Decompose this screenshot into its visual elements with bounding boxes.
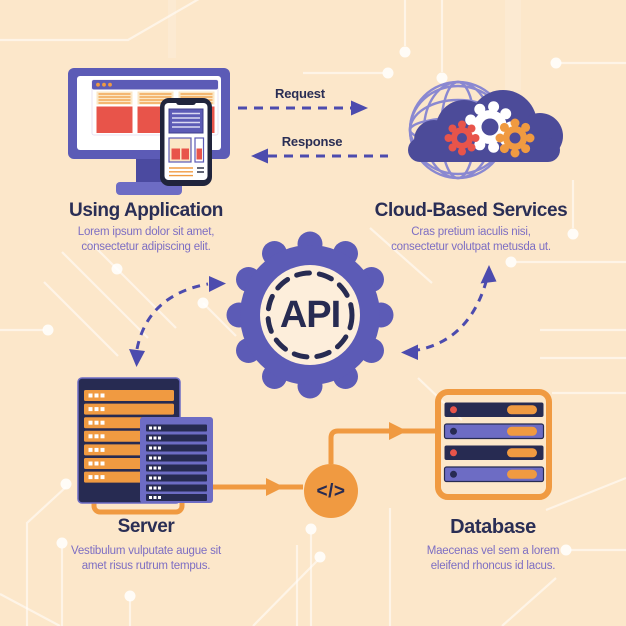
code-database-connector <box>328 422 436 464</box>
api-cloud-curved-arrow <box>401 265 497 360</box>
api-label: API <box>279 294 341 336</box>
database-desc: Maecenas vel sem a lorem eleifend rhoncu… <box>393 544 593 574</box>
request-arrow <box>238 100 368 116</box>
smartphone-icon <box>160 98 212 186</box>
api-dashed-ring <box>265 270 355 360</box>
response-arrow <box>251 148 388 164</box>
server-api-curved-arrow <box>129 276 226 367</box>
database-icon <box>435 389 552 500</box>
gear-orange-icon <box>495 118 535 158</box>
background-band <box>505 0 521 90</box>
server-front-slats <box>146 424 207 501</box>
code-icon <box>304 464 358 518</box>
application-title: Using Application <box>69 200 223 221</box>
database-desc-line2: eleifend rhoncus id lacus. <box>430 560 556 572</box>
database-desc-line1: Maecenas vel sem a lorem <box>426 545 560 557</box>
cloud-title: Cloud-Based Services <box>374 200 568 221</box>
response-label: Response <box>281 134 343 149</box>
application-desc: Lorem ipsum dolor sit amet, consectetur … <box>46 225 246 255</box>
request-arrowhead <box>351 100 368 116</box>
background-band <box>168 0 176 58</box>
server-desc-line1: Vestibulum vulputate augue sit <box>71 545 221 557</box>
request-label: Request <box>275 86 325 101</box>
circuit-nodes <box>42 46 579 602</box>
cloud-desc-line2: consectetur volutpat metusda ut. <box>391 241 551 253</box>
server-icon <box>77 377 213 515</box>
database-bar <box>443 466 545 483</box>
database-title: Database <box>450 516 536 538</box>
cloud-desc-line1: Cras pretium iaculis nisi, <box>411 226 531 238</box>
api-gear-icon <box>226 231 394 399</box>
application-desc-line2: consectetur adipiscing elit. <box>81 241 211 253</box>
database-bar <box>444 402 544 417</box>
database-bar <box>443 423 545 440</box>
gear-red-icon <box>444 120 480 156</box>
server-title: Server <box>117 516 175 537</box>
code-label: </> <box>316 481 346 502</box>
response-arrowhead <box>251 148 268 164</box>
cloud-desc: Cras pretium iaculis nisi, consectetur v… <box>361 225 581 255</box>
server-desc: Vestibulum vulputate augue sit amet risu… <box>46 544 246 574</box>
server-desc-line2: amet risus rutrum tempus. <box>81 560 211 572</box>
application-desc-line1: Lorem ipsum dolor sit amet, <box>77 226 215 238</box>
database-bar <box>444 445 544 460</box>
server-code-connector <box>213 478 303 496</box>
